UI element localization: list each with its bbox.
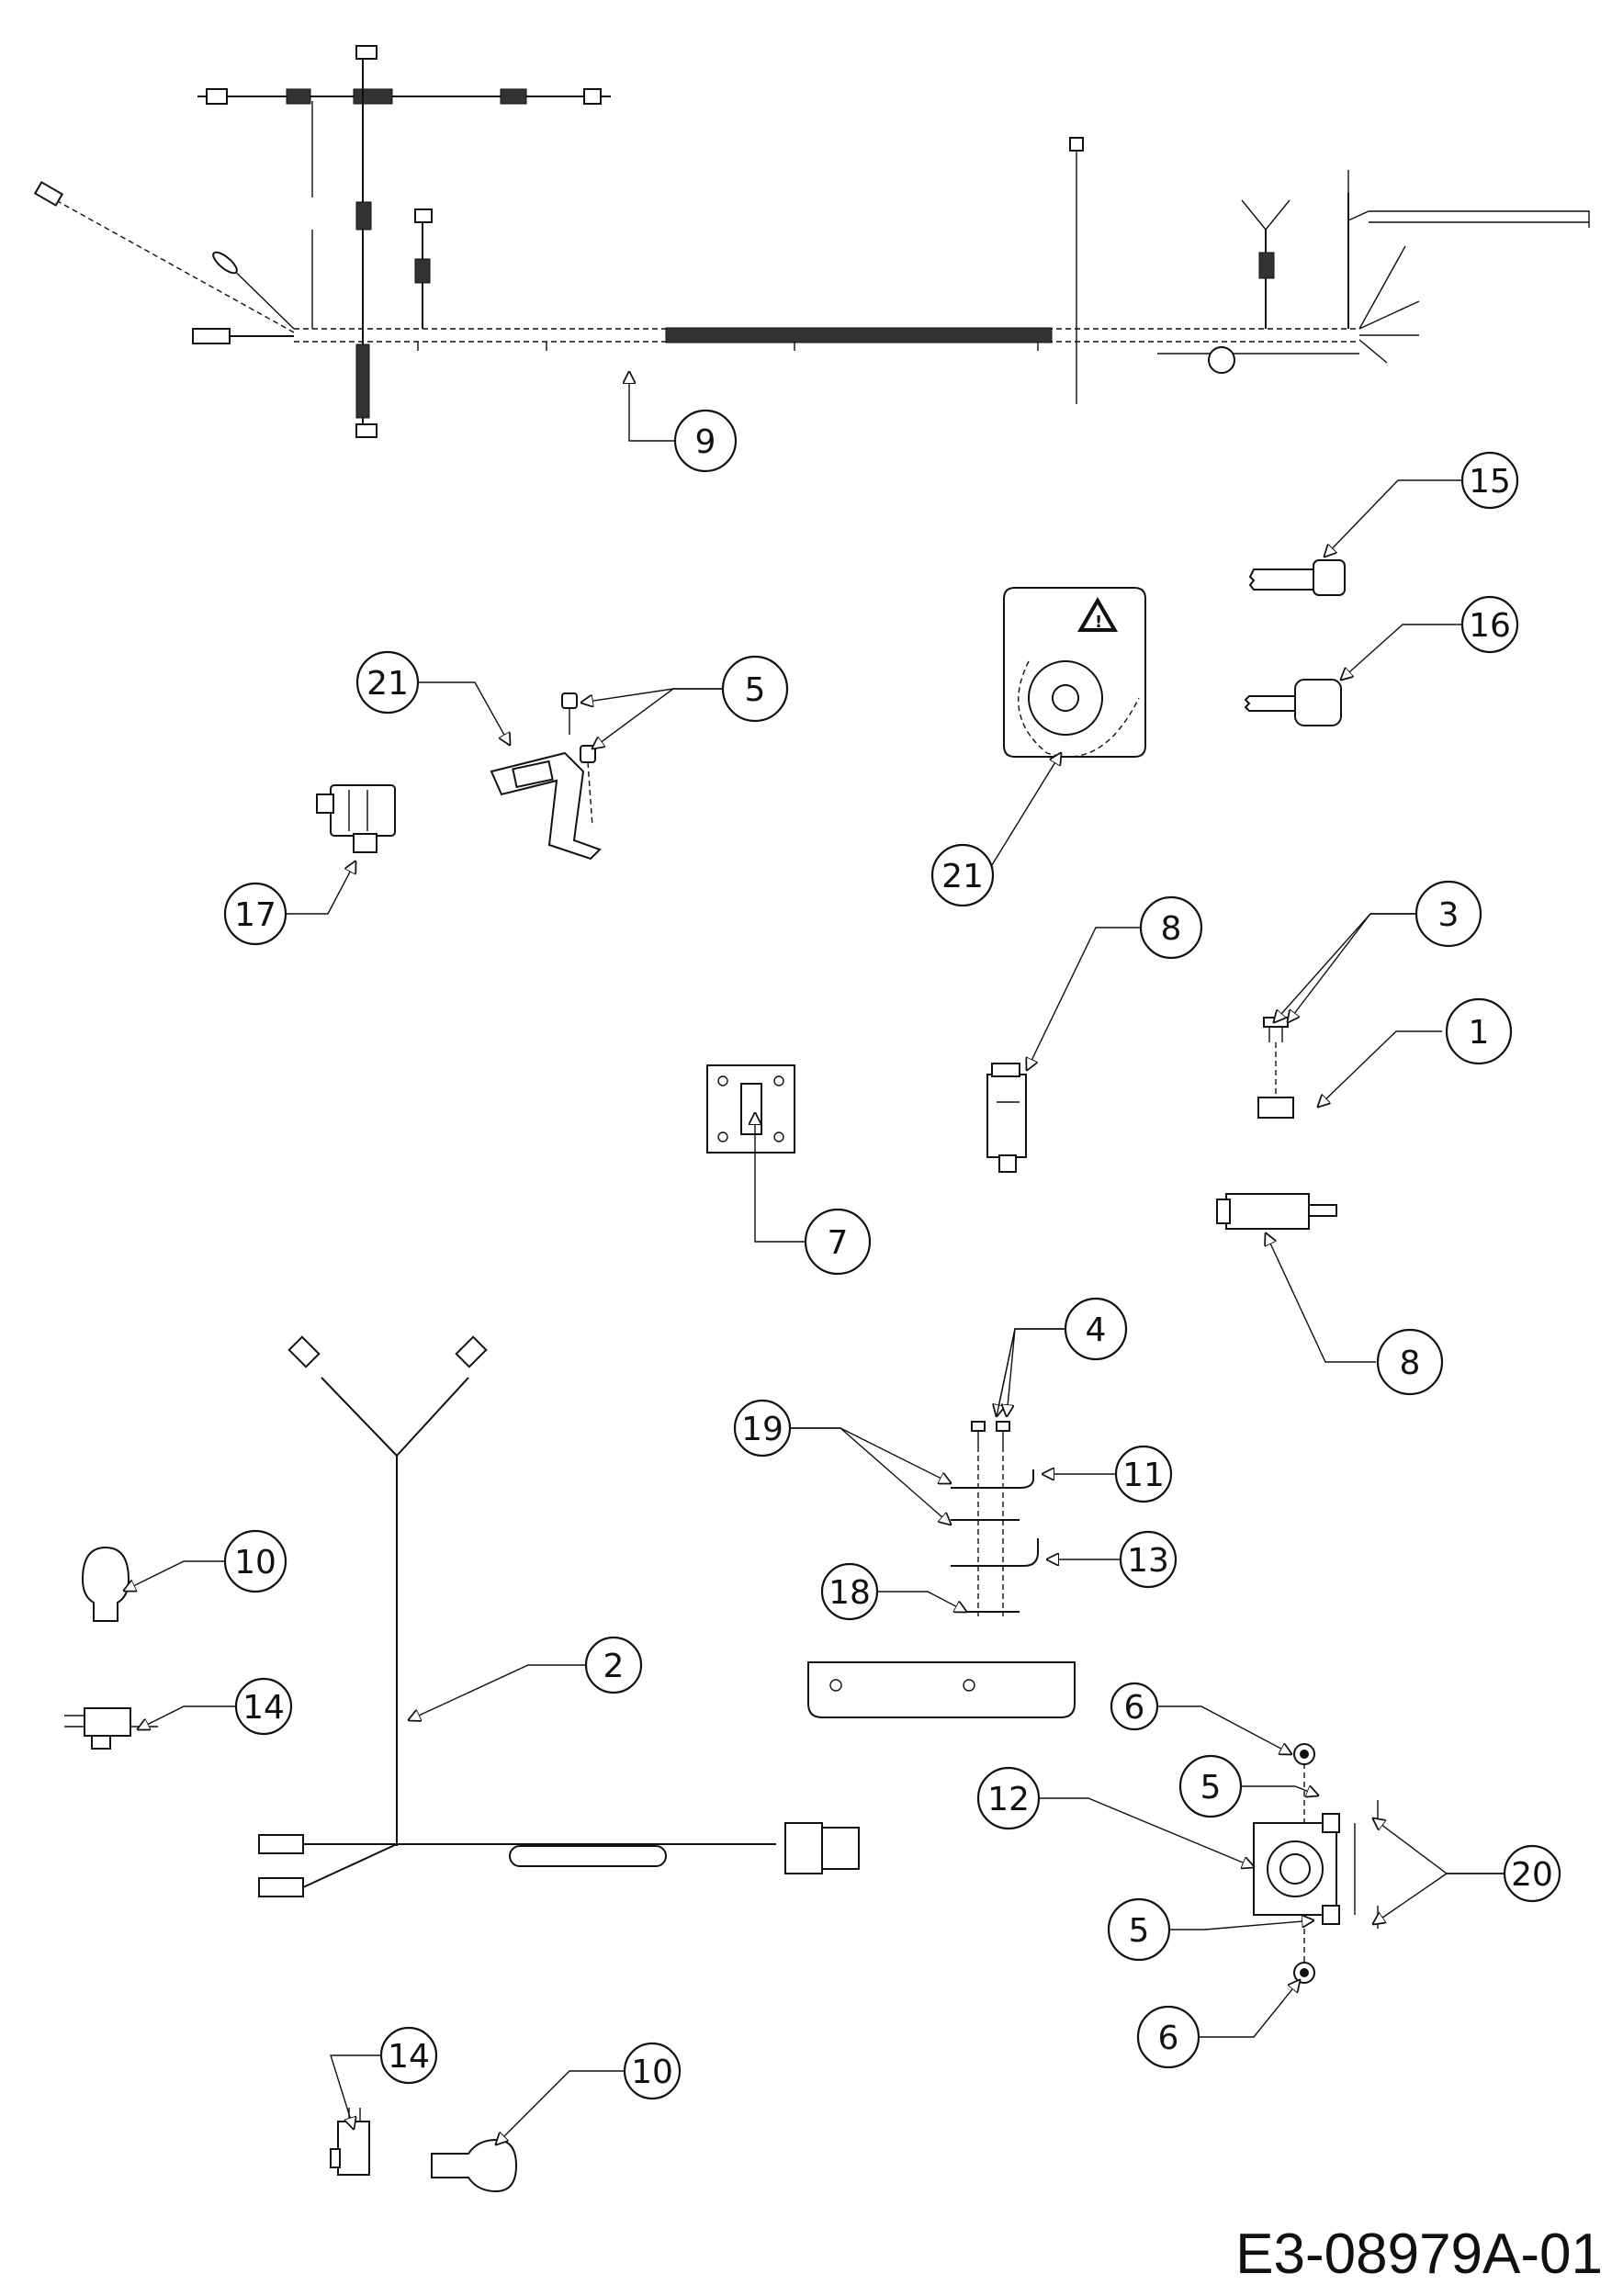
mounting-bracket (490, 692, 602, 861)
callout-15: 15 (1460, 451, 1519, 510)
callout-5-lower-label: 5 (1129, 1912, 1150, 1950)
callout-5-bolts: 5 (721, 655, 789, 723)
callout-17-label: 17 (234, 896, 276, 934)
callout-5-lower: 5 (1107, 1897, 1171, 1962)
callout-6-upper-label: 6 (1124, 1689, 1145, 1727)
callout-14-lower-label: 14 (388, 2038, 430, 2076)
callout-11: 11 (1114, 1445, 1173, 1503)
main-wiring-harness (33, 45, 1590, 438)
callout-10-upper-label: 10 (234, 1544, 276, 1581)
callout-12: 12 (976, 1766, 1041, 1830)
callout-10-lower: 10 (623, 2042, 682, 2100)
callout-12-label: 12 (987, 1781, 1030, 1818)
callout-10-upper: 10 (223, 1529, 287, 1593)
callout-1: 1 (1445, 997, 1513, 1065)
callout-19: 19 (733, 1399, 792, 1458)
svg-text:!: ! (1095, 613, 1102, 632)
callout-6-lower-label: 6 (1158, 2020, 1179, 2057)
callout-21-bracket: 21 (355, 650, 420, 715)
callout-21-switch: 21 (930, 843, 995, 907)
callout-8-upper: 8 (1139, 895, 1203, 960)
callout-16-label: 16 (1469, 607, 1511, 645)
callout-15-label: 15 (1469, 463, 1511, 501)
plunger-switch-upper (986, 1063, 1027, 1173)
callout-14-lower: 14 (379, 2026, 438, 2085)
callout-13-label: 13 (1127, 1542, 1169, 1580)
callout-13: 13 (1119, 1530, 1178, 1589)
callout-8-lower-label: 8 (1400, 1345, 1421, 1382)
bulb-lower (431, 2138, 518, 2193)
callout-18: 18 (820, 1562, 879, 1621)
relay (316, 784, 396, 853)
callout-2: 2 (584, 1636, 643, 1694)
callout-4: 4 (1064, 1297, 1128, 1361)
callout-5-bolts-label: 5 (745, 671, 766, 709)
callout-6-lower: 6 (1136, 2005, 1200, 2069)
callout-6-upper: 6 (1110, 1682, 1159, 1731)
callout-5-upper-label: 5 (1200, 1769, 1222, 1806)
starter-solenoid (1253, 1743, 1379, 1984)
callout-2-label: 2 (603, 1648, 625, 1685)
key-15 (1248, 559, 1346, 596)
callout-10-lower-label: 10 (631, 2054, 673, 2091)
callout-1-label: 1 (1469, 1014, 1490, 1052)
ignition-switch: ! (1003, 587, 1146, 758)
callout-11-label: 11 (1122, 1457, 1165, 1494)
drawing-code: E3-08979A-01 (1235, 2223, 1603, 2286)
callout-14-upper: 14 (234, 1677, 293, 1736)
key-16 (1244, 679, 1342, 726)
callout-16: 16 (1460, 595, 1519, 654)
callout-19-label: 19 (741, 1411, 783, 1448)
callout-20: 20 (1503, 1844, 1561, 1903)
callout-18-label: 18 (828, 1574, 871, 1612)
callout-leaders (124, 372, 1506, 2144)
callout-20-label: 20 (1511, 1856, 1553, 1894)
callout-9: 9 (673, 409, 738, 473)
callout-3-label: 3 (1438, 896, 1460, 934)
callout-17: 17 (223, 882, 287, 946)
light-harness (258, 1335, 860, 1897)
callout-21-switch-label: 21 (941, 858, 984, 895)
rocker-switch (706, 1064, 795, 1154)
callout-9-label: 9 (695, 423, 716, 461)
callout-5-upper: 5 (1178, 1754, 1243, 1818)
callout-14-upper-label: 14 (242, 1689, 285, 1727)
callout-8-lower: 8 (1376, 1328, 1444, 1396)
callout-4-label: 4 (1086, 1311, 1107, 1349)
callout-7: 7 (804, 1208, 872, 1276)
callout-21-bracket-label: 21 (366, 665, 409, 703)
socket-upper (64, 1707, 158, 1750)
plunger-switch-lower (1216, 1017, 1337, 1230)
callout-3: 3 (1414, 880, 1482, 948)
switch-stack (807, 1421, 1076, 1718)
callout-7-label: 7 (828, 1224, 849, 1262)
callout-8-upper-label: 8 (1161, 910, 1182, 948)
bulb-upper (81, 1546, 130, 1622)
